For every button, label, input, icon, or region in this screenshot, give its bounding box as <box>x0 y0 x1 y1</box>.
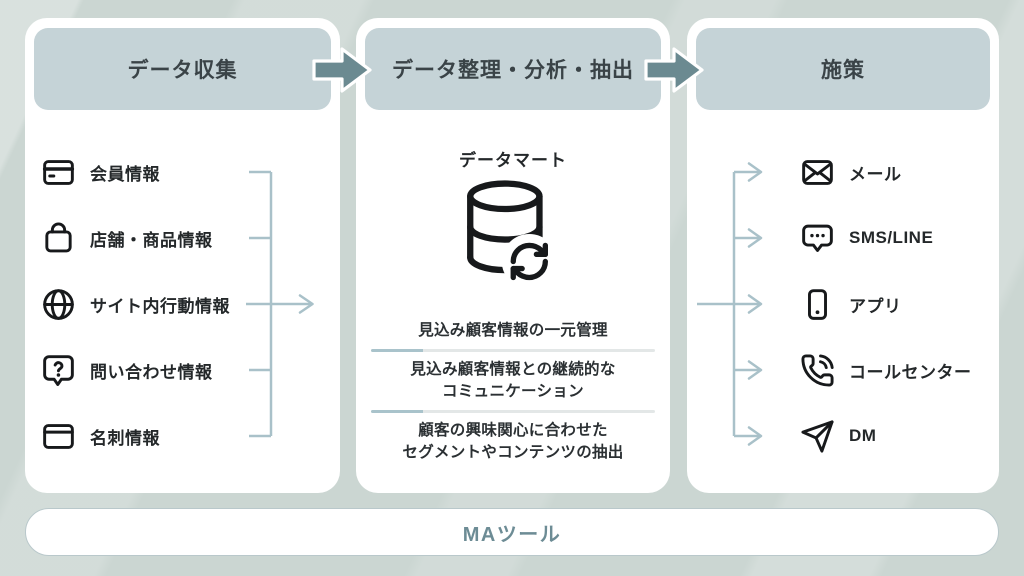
list-item-member-info: 会員情報 <box>40 151 160 193</box>
list-item-site-behavior-info: サイト内行動情報 <box>40 283 230 325</box>
list-item-label: アプリ <box>849 296 902 316</box>
shopping-bag-icon <box>40 220 77 257</box>
globe-icon <box>40 286 77 323</box>
datamart-label: データマート <box>459 151 567 170</box>
measures-title: 施策 <box>821 59 865 82</box>
question-bubble-icon <box>40 352 77 389</box>
business-card-icon <box>40 418 77 455</box>
list-item-label: 店舗・商品情報 <box>90 230 213 250</box>
analysis-point-1: 見込み顧客情報の一元管理 <box>418 322 608 339</box>
data-collection-title: データ収集 <box>127 59 238 82</box>
list-item-label: メール <box>849 164 902 184</box>
phone-call-icon <box>799 352 836 389</box>
list-item-label: コールセンター <box>849 362 972 382</box>
data-analysis-header: データ整理・分析・抽出 <box>365 28 661 110</box>
divider <box>371 410 655 413</box>
list-item-call-center: コールセンター <box>799 349 972 391</box>
list-item-label: SMS/LINE <box>849 228 934 247</box>
flow-arrow-1-icon <box>312 47 372 93</box>
mail-icon <box>799 154 836 191</box>
list-item-store-product-info: 店舗・商品情報 <box>40 217 213 259</box>
analysis-point-2: 見込み顧客情報との継続的な コミュニケーション <box>410 361 616 400</box>
list-item-label: 問い合わせ情報 <box>90 362 213 382</box>
analysis-point-3: 顧客の興味関心に合わせた セグメントやコンテンツの抽出 <box>402 422 624 461</box>
smartphone-icon <box>799 286 836 323</box>
ma-tool-label: MAツール <box>462 523 562 546</box>
list-item-label: サイト内行動情報 <box>90 296 230 316</box>
credit-card-icon <box>40 154 77 191</box>
measures-header: 施策 <box>696 28 990 110</box>
list-item-dm: DM <box>799 415 876 457</box>
measures-card: 施策 メール <box>687 18 999 493</box>
sms-bubble-icon <box>799 220 836 257</box>
list-item-mail: メール <box>799 151 902 193</box>
data-collection-card: データ収集 会員情報 <box>25 18 340 493</box>
data-analysis-title: データ整理・分析・抽出 <box>392 59 634 82</box>
list-item-label: DM <box>849 426 877 445</box>
list-item-app: アプリ <box>799 283 902 325</box>
database-sync-icon <box>467 180 557 289</box>
flow-arrow-2-icon <box>644 47 704 93</box>
data-collection-header: データ収集 <box>34 28 331 110</box>
paper-plane-icon <box>799 418 836 455</box>
list-item-business-card-info: 名刺情報 <box>40 415 160 457</box>
list-item-label: 会員情報 <box>90 164 160 184</box>
list-item-inquiry-info: 問い合わせ情報 <box>40 349 213 391</box>
data-analysis-card: データ整理・分析・抽出 データマート 見込み顧客情報の一元管理 見込み顧客情 <box>356 18 670 493</box>
ma-tool-bar: MAツール <box>25 508 999 556</box>
list-item-sms-line: SMS/LINE <box>799 217 933 259</box>
divider <box>371 349 655 352</box>
list-item-label: 名刺情報 <box>90 428 160 448</box>
analysis-points-list: 見込み顧客情報の一元管理 見込み顧客情報との継続的な コミュニケーション 顧客の… <box>371 313 655 471</box>
